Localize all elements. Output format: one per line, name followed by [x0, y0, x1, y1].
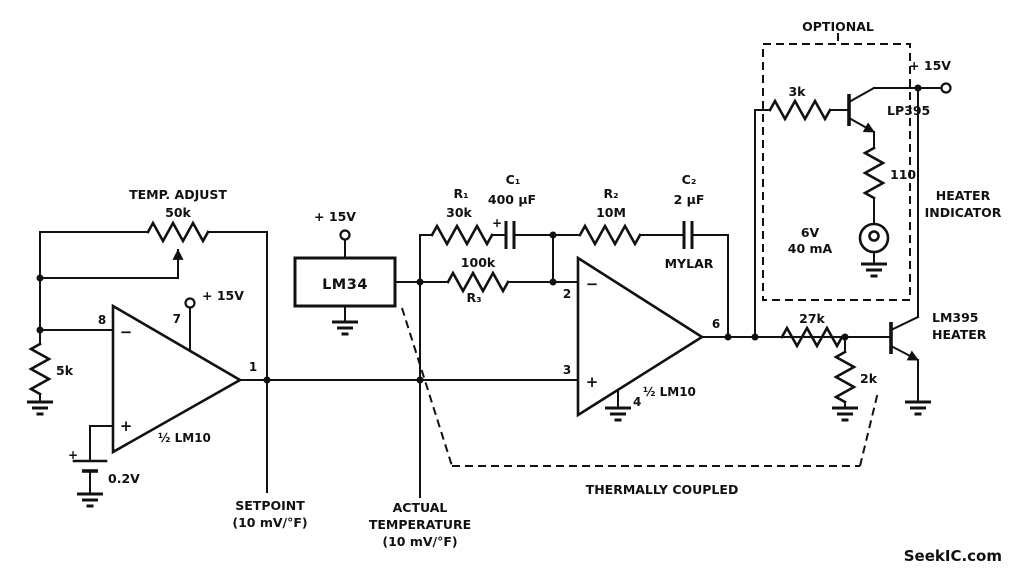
label-r1: R₁ [453, 186, 468, 201]
resistor-27k: 27k [780, 311, 844, 349]
label-3k: 3k [788, 84, 806, 99]
battery-0v2: + 0.2V [68, 448, 140, 486]
optional-indicator-box: OPTIONAL 3k LP395 110 6V 40 mA [762, 19, 930, 301]
label-pot-50k: 50k [165, 205, 191, 220]
label-pin6: 6 [712, 317, 720, 331]
opamp-setpoint-half-lm10: − + 8 7 + 15V 1 ½ LM10 [98, 288, 257, 455]
label-110: 110 [890, 167, 916, 182]
resistor-5k: 5k [28, 329, 74, 403]
label-lp395: LP395 [887, 103, 930, 118]
lamp-6v-40ma: 6V 40 mA [788, 222, 890, 256]
transistor-lm395-heater: LM395 HEATER [889, 310, 987, 362]
capacitor-c2-2uf: C₂ 2 μF MYLAR [665, 172, 714, 271]
resistor-2k: 2k [833, 350, 878, 404]
label-actual-1: ACTUAL [393, 500, 448, 515]
label-setpoint-2: (10 mV/°F) [232, 515, 307, 530]
label-lamp-volts: 6V [801, 225, 820, 240]
resistor-110: 110 [862, 146, 916, 200]
c1-plus-sign: + [492, 216, 502, 230]
inverting-input-sign: − [120, 323, 133, 341]
label-pin2: 2 [563, 287, 571, 301]
wires [39, 87, 942, 498]
label-c2: C₂ [682, 172, 697, 187]
label-opamp2-name: ½ LM10 [643, 385, 696, 399]
label-r2: R₂ [603, 186, 618, 201]
label-pin4: 4 [633, 395, 641, 409]
resistor-r3-100k: 100k R₃ [446, 255, 510, 305]
label-heater-indicator-2: INDICATOR [925, 205, 1002, 220]
label-battery-value: 0.2V [108, 471, 140, 486]
label-pin7: 7 [173, 312, 181, 326]
label-pin8: 8 [98, 313, 106, 327]
inverting-input-sign: − [586, 275, 599, 293]
label-27k: 27k [799, 311, 825, 326]
label-pin1: 1 [249, 360, 257, 374]
label-plus15v-right: + 15V [909, 58, 951, 73]
capacitor-c1-400uf: + C₁ 400 μF [488, 172, 536, 249]
label-thermally-coupled: THERMALLY COUPLED [586, 482, 739, 497]
label-r3: R₃ [466, 290, 481, 305]
label-lm34: LM34 [322, 277, 368, 293]
noninverting-input-sign: + [586, 373, 599, 391]
label-c1-value: 400 μF [488, 192, 536, 207]
resistor-3k: 3k [768, 84, 832, 122]
setpoint-label: SETPOINT (10 mV/°F) [232, 498, 307, 530]
label-setpoint-1: SETPOINT [235, 498, 305, 513]
supply-terminal-icon [184, 297, 196, 309]
label-opamp1-name: ½ LM10 [158, 431, 211, 445]
label-r2-value: 10M [596, 205, 626, 220]
label-temp-adjust: TEMP. ADJUST [129, 187, 227, 202]
opamp-control-half-lm10: − + 2 3 6 4 ½ LM10 [563, 255, 720, 418]
label-actual-3: (10 mV/°F) [382, 534, 457, 549]
watermark: SeekIC.com [904, 547, 1002, 565]
label-r3-value: 100k [461, 255, 496, 270]
lamp-filament-icon [868, 230, 880, 242]
label-c2-mylar: MYLAR [665, 256, 714, 271]
transistor-lp395: LP395 [847, 86, 930, 134]
battery-plus-sign: + [68, 448, 78, 462]
actual-temperature-label: ACTUAL TEMPERATURE (10 mV/°F) [369, 500, 471, 549]
label-plus15v-lm34: + 15V [314, 209, 356, 224]
label-actual-2: TEMPERATURE [369, 517, 471, 532]
noninverting-input-sign: + [120, 417, 133, 435]
lm34-sensor: LM34 + 15V [293, 209, 397, 308]
supply-terminal-icon [339, 229, 351, 241]
supply-terminal-icon [940, 82, 952, 94]
label-r1-value: 30k [446, 205, 472, 220]
label-plus15v-opamp1: + 15V [202, 288, 244, 303]
label-5k: 5k [56, 363, 74, 378]
temp-adjust-potentiometer: TEMP. ADJUST 50k [129, 187, 227, 279]
label-heater-indicator-1: HEATER [936, 188, 991, 203]
label-lm395-1: LM395 [932, 310, 979, 325]
resistor-r2-10m: R₂ 10M [578, 186, 642, 247]
resistor-r1-30k: R₁ 30k [430, 186, 494, 247]
label-optional: OPTIONAL [802, 19, 874, 34]
label-2k: 2k [860, 371, 878, 386]
label-c1: C₁ [506, 172, 521, 187]
optional-dashed-box [762, 43, 911, 301]
label-lm395-2: HEATER [932, 327, 987, 342]
supply-right: + 15V HEATER INDICATOR [909, 58, 1002, 220]
label-c2-value: 2 μF [674, 192, 705, 207]
thermal-coupling-path: THERMALLY COUPLED [401, 307, 879, 497]
label-lamp-current: 40 mA [788, 241, 833, 256]
label-pin3: 3 [563, 363, 571, 377]
